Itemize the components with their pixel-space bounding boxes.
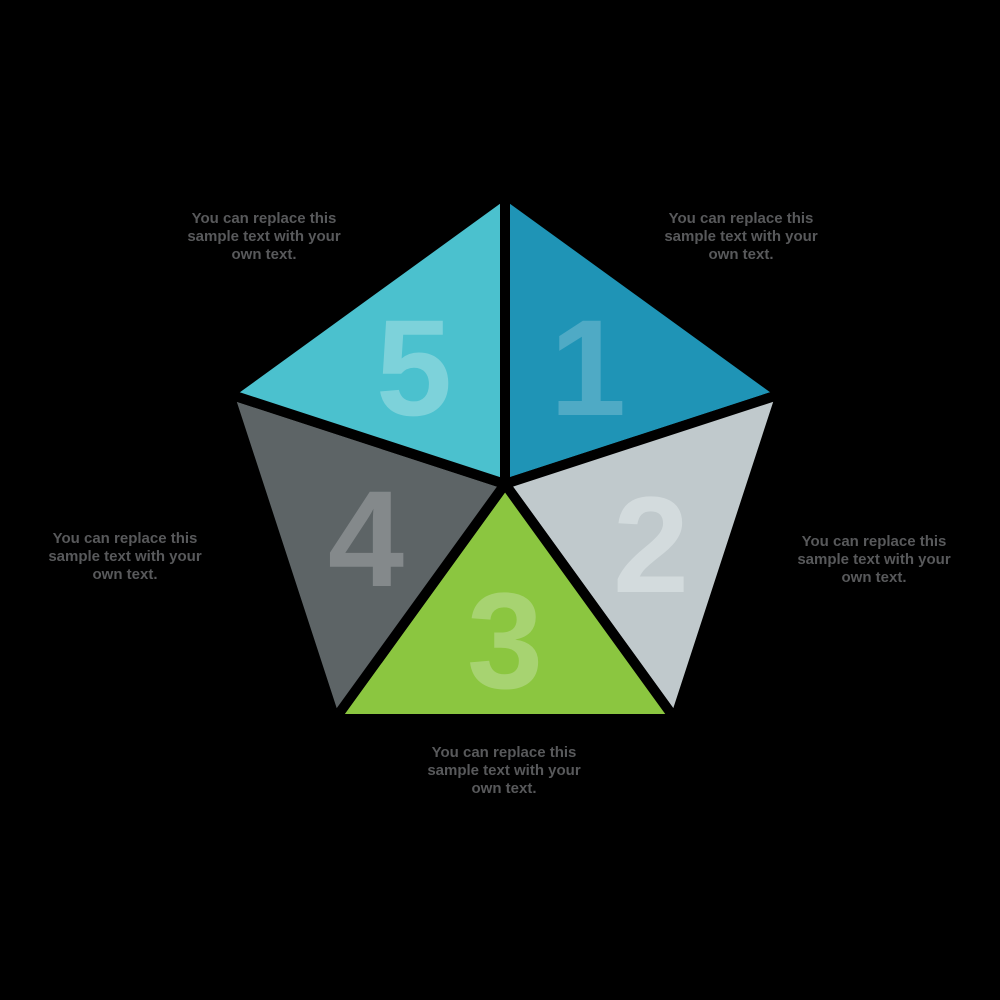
label-line: You can replace this bbox=[431, 744, 577, 761]
label-line: You can replace this bbox=[801, 533, 947, 550]
label-line: sample text with your bbox=[187, 228, 341, 245]
label-line: sample text with your bbox=[48, 548, 202, 565]
segment-5-triangle bbox=[218, 184, 510, 491]
label-line: own text. bbox=[471, 780, 537, 797]
label-line: own text. bbox=[92, 566, 158, 583]
segment-2-label: You can replace this sample text with yo… bbox=[764, 533, 984, 587]
segment-2-number: 2 bbox=[613, 469, 689, 622]
label-line: You can replace this bbox=[668, 210, 814, 227]
segment-4: 4 bbox=[221, 386, 514, 730]
segment-3-number: 3 bbox=[467, 565, 543, 718]
label-line: sample text with your bbox=[797, 551, 951, 568]
segment-5: 5 bbox=[218, 184, 510, 491]
segment-5-number: 5 bbox=[376, 292, 452, 445]
segment-1-number: 1 bbox=[550, 292, 626, 445]
label-line: sample text with your bbox=[664, 228, 818, 245]
segment-4-label: You can replace this sample text with yo… bbox=[15, 530, 235, 584]
label-line: own text. bbox=[708, 246, 774, 263]
label-line: sample text with your bbox=[427, 762, 581, 779]
segment-3: 3 bbox=[325, 475, 685, 724]
label-line: own text. bbox=[231, 246, 297, 263]
segment-3-label: You can replace this sample text with yo… bbox=[394, 744, 614, 798]
segment-2: 2 bbox=[496, 386, 789, 730]
label-line: own text. bbox=[841, 569, 907, 586]
label-line: You can replace this bbox=[191, 210, 337, 227]
segment-5-label: You can replace this sample text with yo… bbox=[154, 210, 374, 264]
segment-1-label: You can replace this sample text with yo… bbox=[631, 210, 851, 264]
segment-4-number: 4 bbox=[328, 463, 404, 616]
label-line: You can replace this bbox=[52, 530, 198, 547]
